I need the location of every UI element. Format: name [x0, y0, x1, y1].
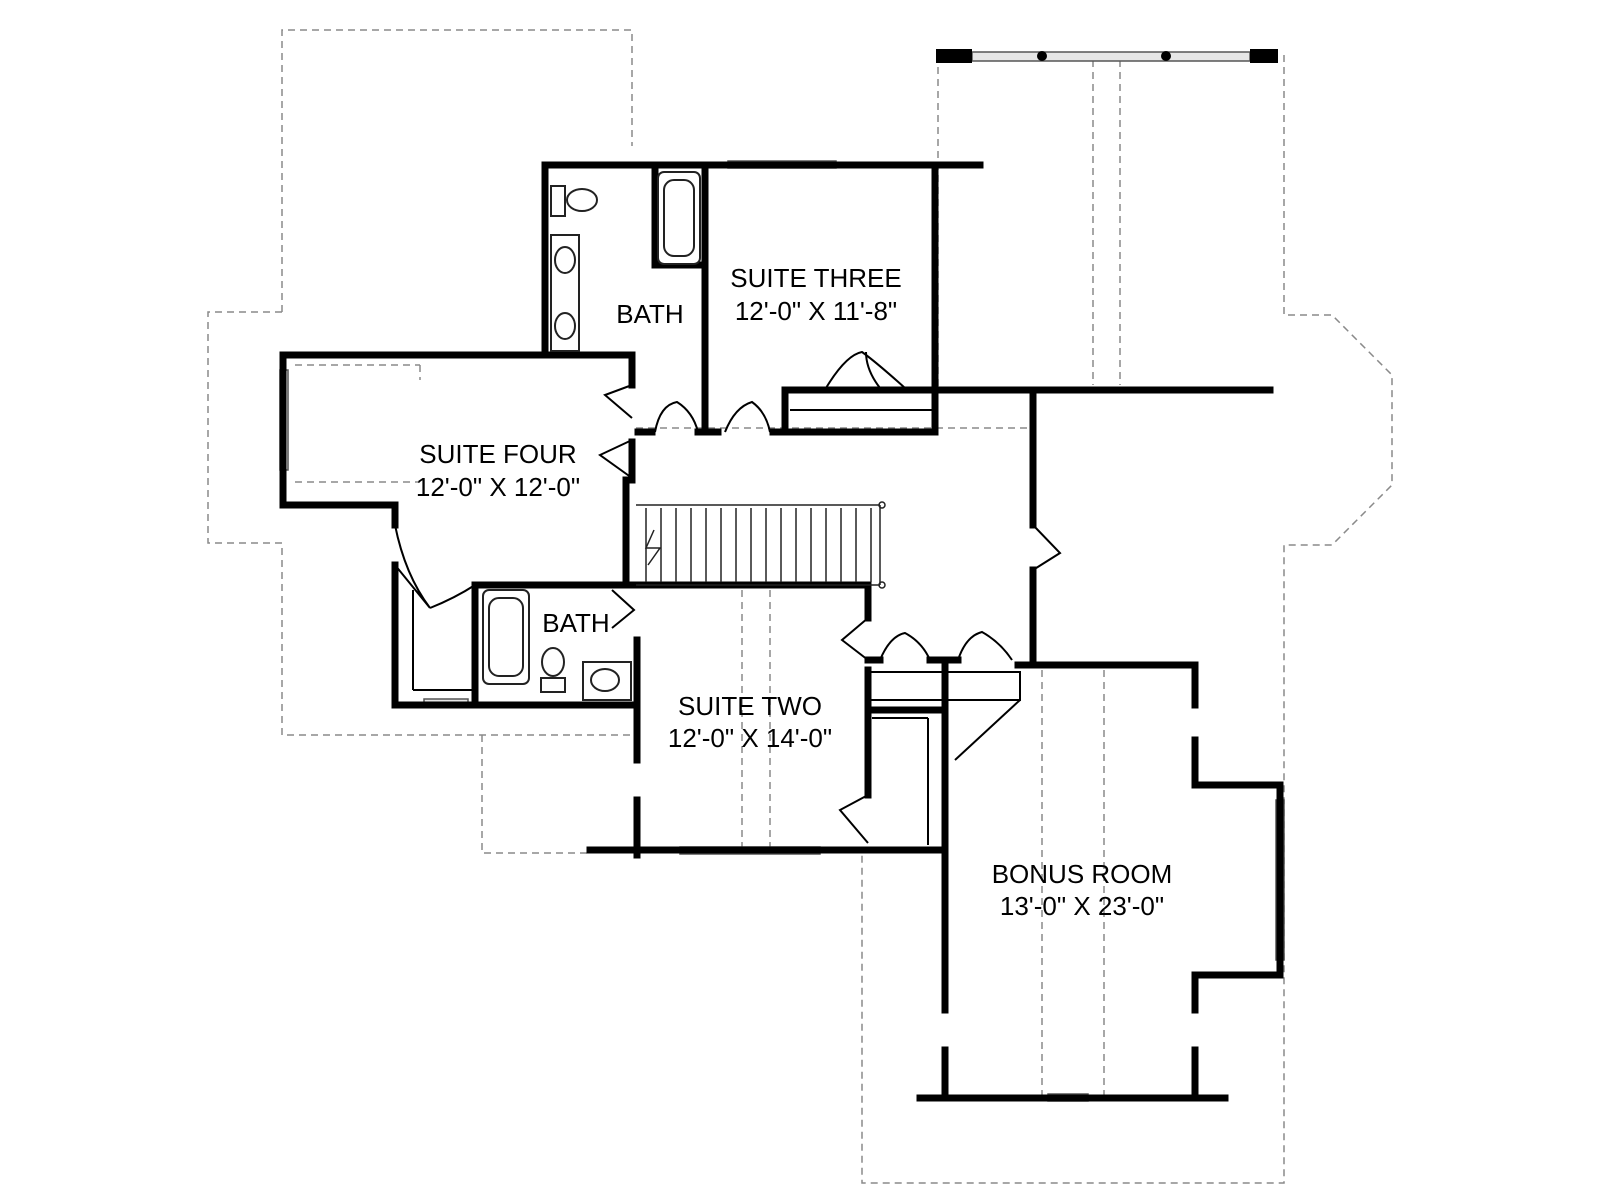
bonus-room-label: BONUS ROOM [992, 859, 1173, 889]
staircase [636, 501, 886, 589]
bath-upper-label: BATH [616, 299, 683, 329]
roof-outlines [207, 29, 1393, 1184]
windows [279, 49, 1285, 1102]
bath-lower-label: BATH [542, 608, 609, 638]
walls [279, 161, 1284, 1102]
toilet-upper [550, 185, 566, 217]
suite-two-label: SUITE TWO [678, 691, 822, 721]
suite-three-size: 12'-0" X 11'-8" [735, 296, 897, 326]
window-top-right [971, 51, 1251, 62]
suite-two-size: 12'-0" X 14'-0" [668, 723, 832, 753]
doors [394, 350, 1062, 844]
bonus-room-size: 13'-0" X 23'-0" [1000, 891, 1164, 921]
toilet-lower [541, 647, 565, 677]
closets [412, 409, 1021, 845]
suite-three-label: SUITE THREE [730, 263, 901, 293]
suite-four-size: 12'-0" X 12'-0" [416, 472, 580, 502]
suite-four-label: SUITE FOUR [419, 439, 576, 469]
fixtures [482, 171, 701, 701]
